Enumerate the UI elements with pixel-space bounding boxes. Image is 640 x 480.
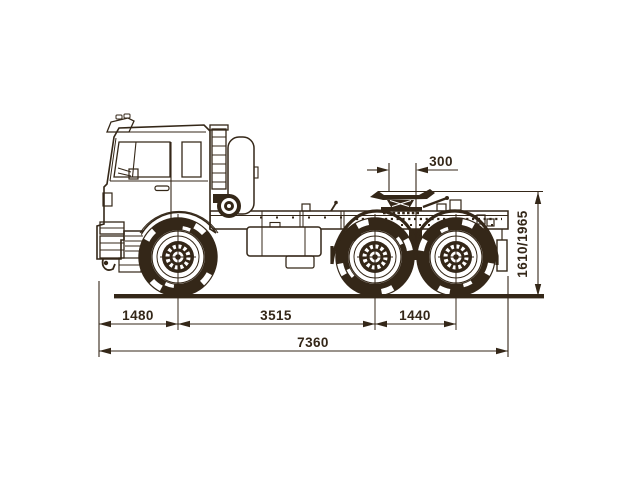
dim-label-1440: 1440 [399,308,431,323]
dimension-fifth-wheel-height: 1610/1965 [378,191,543,296]
dimension-overall-length: 7360 [99,335,508,355]
cab [96,113,219,273]
fifth-wheel-plate [370,189,435,200]
dim-label-3515: 3515 [260,308,292,323]
arrowhead [375,320,387,328]
tread-slashes [417,218,495,296]
arrowhead [178,320,190,328]
door-handle [154,185,170,192]
frame-lever [330,202,337,212]
tank-bracket [253,166,259,179]
dim-label-1480: 1480 [122,308,154,323]
dim-label-300: 300 [429,154,453,169]
arrowhead [416,166,428,174]
tread-slashes [336,218,414,296]
arrowhead [534,284,542,296]
front-bumper [99,235,125,259]
fuel-tank [246,226,322,257]
air-intake-cap [209,124,229,131]
tow-hook [101,258,116,271]
tail-lamp [486,218,495,227]
arrowhead [444,320,456,328]
arrowhead [363,320,375,328]
a-pillar [109,137,117,182]
quarter-window [181,141,202,178]
arrowhead [99,320,111,328]
air-intake-snorkel [211,128,227,190]
fifth-wheel-base [381,207,422,211]
roof-deflector [106,117,135,133]
dim-label-7360: 7360 [297,335,329,350]
dimension-axle-spacings: 1480 3515 1440 [98,276,509,357]
mirror [128,168,139,180]
air-cleaner [217,194,241,218]
spot-mirror [102,192,113,207]
wheels [138,214,496,330]
front-fender-arch [139,210,219,234]
tow-pin [103,260,109,266]
release-lever [422,196,448,209]
arrowhead [496,347,508,355]
muffler [285,255,315,269]
cab-outline [96,124,217,260]
dim-label-height: 1610/1965 [515,210,530,278]
tread-slashes [139,218,217,296]
arrowhead [166,320,178,328]
ground-line [114,294,544,299]
marker-lamp [115,114,123,120]
rear-wheel [416,214,496,330]
middle-wheel [335,214,415,330]
fifth-wheel-coupling [370,189,462,215]
behind-cab-equipment [209,124,259,218]
door-window [113,141,171,178]
arrowhead [377,166,389,174]
arrowhead [534,192,542,204]
arrowhead [99,347,111,355]
fuel-tank-cap [269,221,281,228]
frame-bracket [301,203,311,212]
air-line-fitting [449,199,462,211]
marker-lamp [123,113,131,119]
step-slats [125,230,143,252]
vent-window-divider [131,141,137,178]
dimension-annotations: 300 1610/1965 1480 3515 1440 [98,154,543,357]
dimension-fifth-wheel-lead: 300 [367,154,458,247]
air-line-fitting [436,203,447,212]
